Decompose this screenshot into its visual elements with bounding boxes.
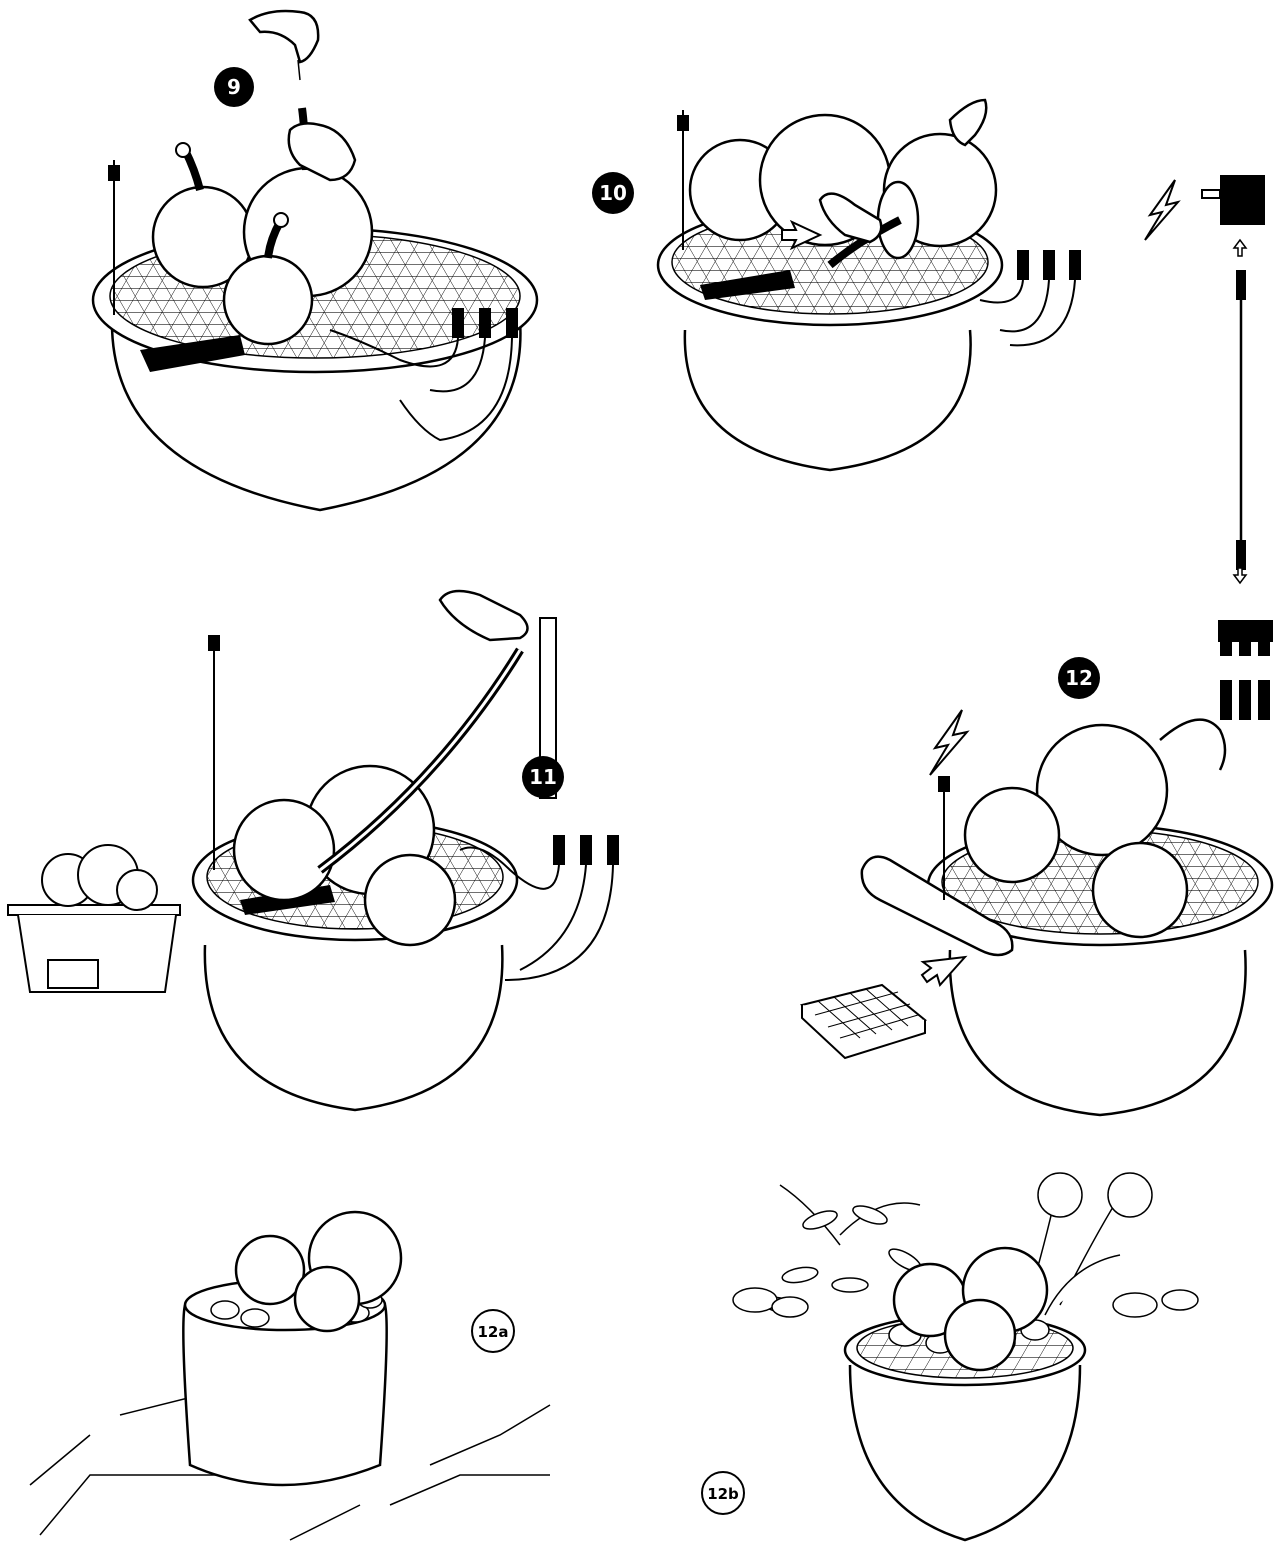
step-12-illustration: 12 (790, 650, 1270, 1120)
step-9-illustration: 9 (0, 0, 560, 520)
step-9-panel: 9 (0, 0, 560, 520)
step-9-badge: 9 (214, 67, 254, 107)
lightning-icon (930, 710, 967, 775)
step-9-label: 9 (227, 75, 241, 99)
step-12-label: 12 (1065, 666, 1093, 690)
step-12-badge: 12 (1058, 657, 1100, 699)
step-12b-label: 12b (707, 1485, 739, 1503)
step-10-panel: 10 (580, 90, 1100, 480)
step-12b-panel (700, 1165, 1260, 1545)
step-11-illustration: 11 (0, 580, 640, 1120)
step-10-badge: 10 (592, 172, 634, 214)
step-12a-illustration (30, 1185, 570, 1545)
pump-preview-illustration (8, 845, 180, 992)
step-12a-panel (30, 1185, 570, 1545)
step-11-badge: 11 (522, 756, 564, 798)
lightning-icon (1145, 180, 1178, 240)
filter-sponge-icon (802, 985, 925, 1058)
power-adapter-icon (1202, 175, 1265, 225)
step-12a-badge: 12a (470, 1308, 516, 1354)
step-11-label: 11 (529, 765, 557, 789)
power-plug-icon (677, 110, 689, 250)
step-10-illustration: 10 (580, 90, 1100, 480)
step-12a-label: 12a (478, 1323, 509, 1341)
arrow-icon (1234, 240, 1246, 256)
sphere-front (224, 256, 312, 344)
step-11-panel: 11 (0, 580, 640, 1120)
step-12b-badge: 12b (700, 1470, 746, 1516)
hand-icon (250, 11, 355, 180)
step-12b-illustration (700, 1165, 1260, 1545)
step-10-label: 10 (599, 181, 627, 205)
power-plug-icon (208, 635, 220, 870)
step-12-panel: 12 (790, 650, 1270, 1120)
